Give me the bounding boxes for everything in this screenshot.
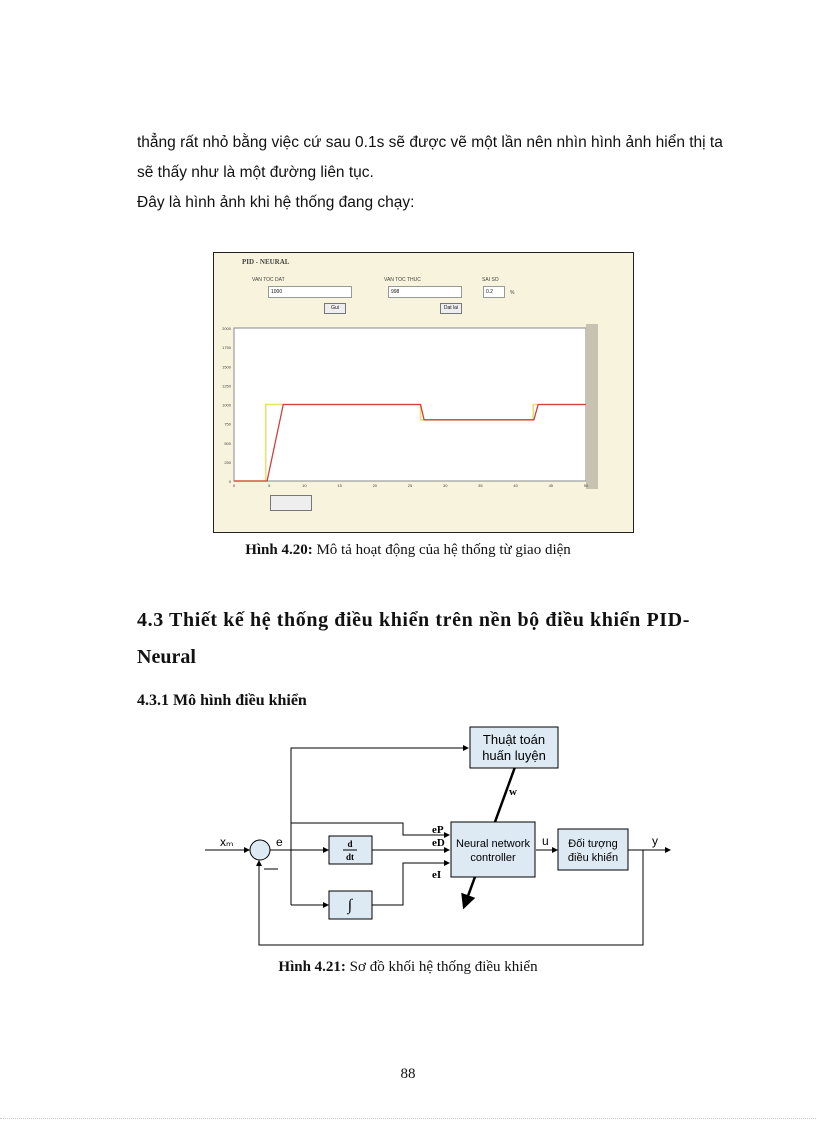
- plot-frame-shadow: [586, 324, 598, 489]
- app-title: PID - NEURAL: [242, 258, 290, 266]
- y-tick-label: 1750: [222, 345, 232, 350]
- app-screenshot-figure: PID - NEURAL VAN TOC DAT 1000 VAN TOC TH…: [213, 252, 634, 533]
- figure-caption: Hình 4.20: Mô tả hoạt động của hệ thống …: [0, 542, 816, 559]
- series-line: [234, 403, 586, 482]
- x-tick-label: 25: [408, 483, 413, 488]
- summing-junction: [249, 839, 271, 861]
- x-tick-label: 40: [513, 483, 518, 488]
- body-text-line: sẽ thấy như là một đường liên tục.: [137, 164, 374, 181]
- error-field: 0.2: [483, 286, 505, 298]
- subsection-heading: 4.3.1 Mô hình điều khiển: [137, 692, 307, 709]
- section-heading-cont: Neural: [137, 646, 196, 668]
- y-tick-label: 2000: [222, 326, 232, 331]
- y-tick-label: 500: [224, 441, 231, 446]
- y-tick-label: 250: [224, 460, 231, 465]
- control-label: u: [542, 834, 549, 848]
- label-actual-speed: VAN TOC THUC: [384, 277, 421, 283]
- integral-symbol: ∫: [347, 897, 354, 915]
- d-label: d: [347, 839, 352, 849]
- page-bottom-border: [0, 1118, 816, 1119]
- error-unit: %: [510, 290, 515, 296]
- y-tick-label: 1000: [222, 403, 232, 408]
- x-tick-label: 5: [268, 483, 271, 488]
- y-tick-label: 0: [229, 479, 232, 484]
- set-speed-input[interactable]: 1000: [268, 286, 352, 298]
- input-label: xₘ: [220, 835, 233, 849]
- ei-label: eI: [432, 869, 441, 881]
- label-error: SAI SO: [482, 277, 499, 283]
- section-heading: 4.3 Thiết kế hệ thống điều khiển trên nề…: [137, 609, 690, 631]
- page-number: 88: [400, 1066, 416, 1082]
- caption-label: Hình 4.21:: [278, 959, 346, 975]
- plant-block: [557, 828, 629, 871]
- reset-button[interactable]: Dat lai: [440, 303, 462, 314]
- plant-label: điều khiển: [568, 852, 618, 864]
- caption-text: Sơ đồ khối hệ thống điều khiển: [345, 959, 538, 975]
- weights-label: w: [509, 786, 517, 798]
- body-text-line: thẳng rất nhỏ bằng việc cứ sau 0.1s sẽ đ…: [137, 134, 723, 151]
- x-tick-label: 50: [584, 483, 589, 488]
- label-set-speed: VAN TOC DAT: [252, 277, 285, 283]
- x-tick-label: 10: [302, 483, 307, 488]
- training-label: huấn luyện: [482, 748, 546, 763]
- exit-button[interactable]: [270, 495, 312, 511]
- x-tick-label: 30: [443, 483, 448, 488]
- x-tick-label: 45: [549, 483, 554, 488]
- ed-label: eD: [432, 837, 445, 849]
- x-tick-label: 35: [478, 483, 483, 488]
- x-tick-label: 15: [337, 483, 342, 488]
- dt-label: dt: [346, 852, 354, 862]
- y-tick-label: 750: [224, 422, 231, 427]
- nn-label: controller: [470, 852, 516, 864]
- body-text-line: Đây là hình ảnh khi hệ thống đang chạy:: [137, 194, 415, 211]
- training-algorithm-block: [469, 726, 559, 769]
- plant-label: Đối tượng: [568, 838, 617, 850]
- output-label: y: [652, 834, 658, 848]
- x-tick-label: 20: [373, 483, 378, 488]
- error-label: e: [276, 835, 283, 849]
- nn-label: Neural network: [456, 838, 530, 850]
- integral-block: [328, 890, 373, 920]
- ep-label: eP: [432, 824, 444, 836]
- training-label: Thuật toán: [483, 732, 545, 747]
- neural-network-controller-block: [450, 821, 536, 878]
- send-button[interactable]: Gui: [324, 303, 346, 314]
- y-tick-label: 1250: [222, 383, 232, 388]
- speed-chart: 0 250 500 750 1000 1250 1500 1750 2000 0 5 10 15 20 25…: [222, 324, 598, 489]
- series-line: [234, 403, 586, 482]
- caption-label: Hình 4.20:: [245, 542, 313, 558]
- y-tick-label: 1500: [222, 364, 232, 369]
- block-diagram: Thuật toán huấn luyện Neural network con…: [205, 726, 671, 946]
- x-tick-label: 0: [233, 483, 236, 488]
- figure-caption: Hình 4.21: Sơ đồ khối hệ thống điều khiể…: [0, 959, 816, 976]
- actual-speed-field: 998: [388, 286, 462, 298]
- caption-text: Mô tả hoạt động của hệ thống từ giao diệ…: [312, 542, 571, 558]
